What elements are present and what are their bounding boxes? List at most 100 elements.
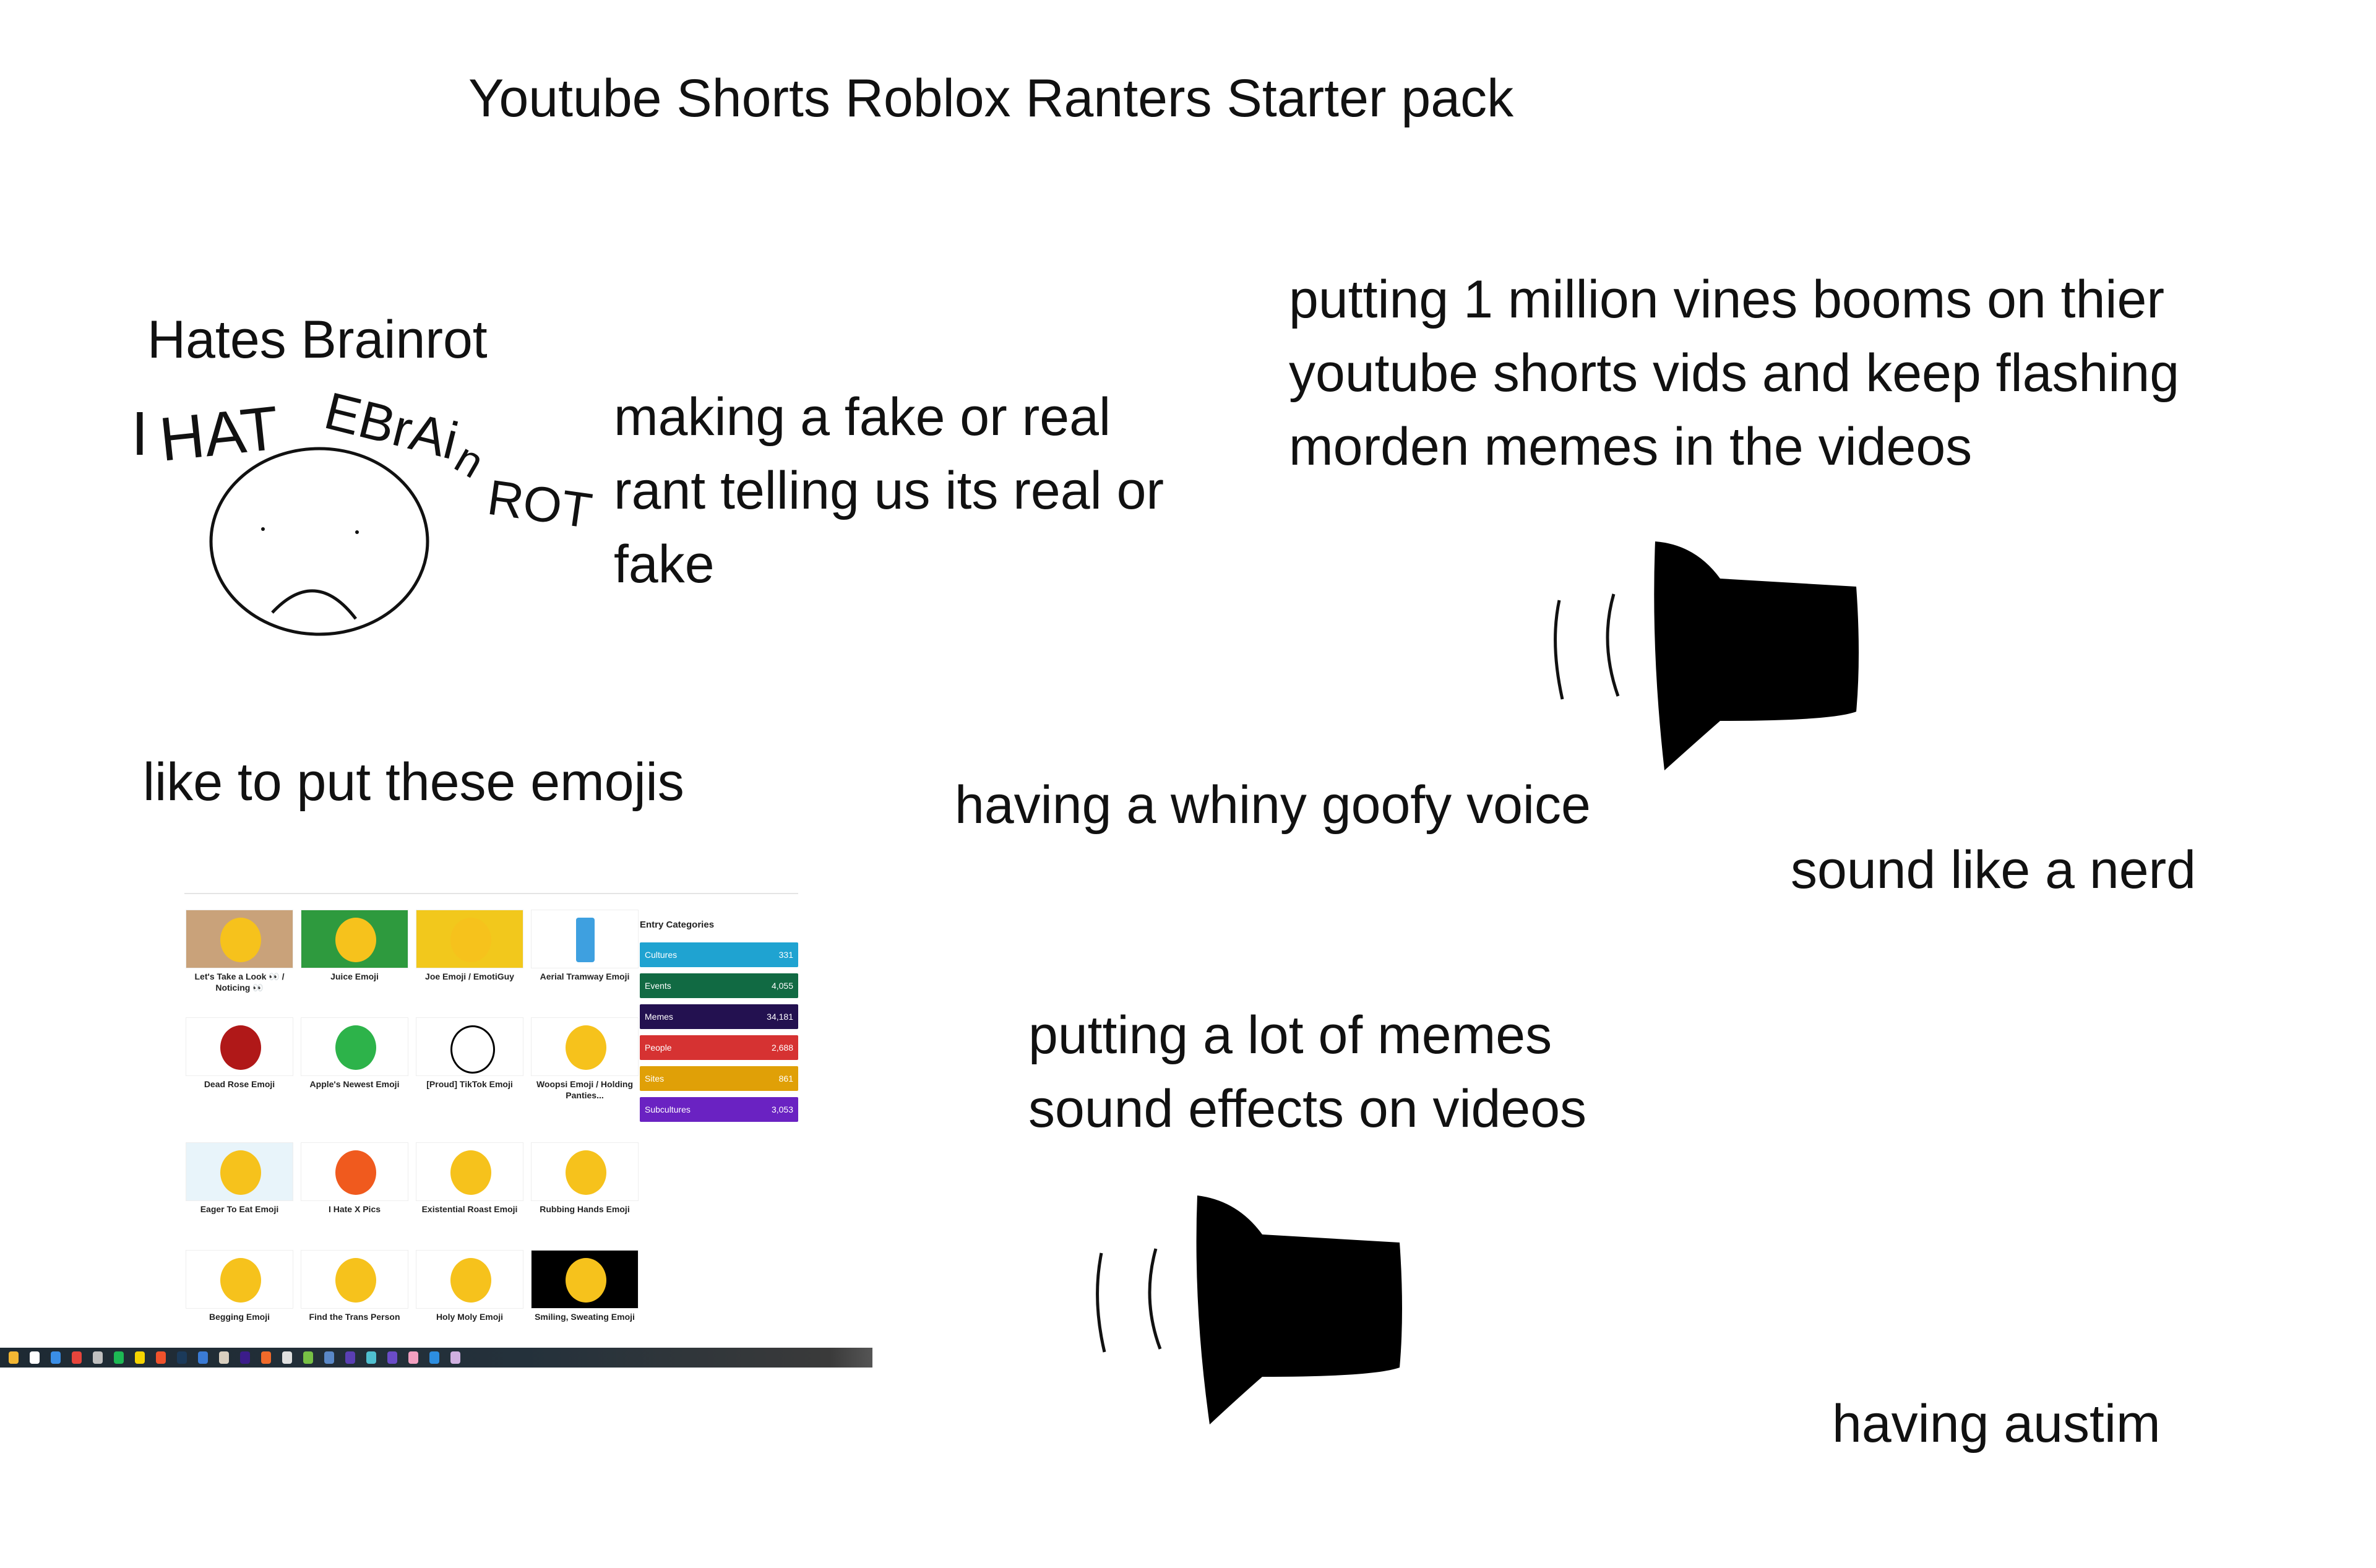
meme-sfx-text: putting a lot of memes sound effects on … [1028, 999, 1586, 1146]
emoji-face-icon [335, 1258, 376, 1303]
emoji-thumbnail [416, 1250, 523, 1309]
taskbar-app-icon[interactable] [408, 1351, 418, 1364]
category-name: Cultures [645, 950, 678, 960]
taskbar-app-icon[interactable] [450, 1351, 460, 1364]
taskbar-app-icon[interactable] [219, 1351, 229, 1364]
taskbar-app-icon[interactable] [72, 1351, 82, 1364]
category-name: Subcultures [645, 1105, 691, 1114]
taskbar-app-icon[interactable] [9, 1351, 19, 1364]
emoji-thumbnail [301, 1017, 408, 1076]
emoji-card[interactable]: Eager To Eat Emoji [186, 1142, 293, 1215]
emoji-thumbnail [416, 1142, 523, 1201]
emoji-card[interactable]: Apple's Newest Emoji [301, 1017, 408, 1090]
meme-sfx-line: sound effects on videos [1028, 1079, 1587, 1139]
emoji-card-label: Woopsi Emoji / Holding Panties... [536, 1079, 634, 1100]
emojis-label: like to put these emojis [143, 752, 684, 812]
taskbar-app-icon[interactable] [303, 1351, 313, 1364]
emoji-face-icon [220, 918, 261, 962]
emoji-thumbnail [416, 1017, 523, 1076]
emoji-thumbnail [301, 1142, 408, 1201]
handwriting-ebrai: EBrAi [319, 381, 463, 471]
emoji-face-icon [566, 1150, 606, 1195]
emoji-card-label: Juice Emoji [330, 971, 379, 981]
emoji-card-label: Apple's Newest Emoji [309, 1079, 400, 1089]
emoji-face-icon [450, 918, 491, 962]
emoji-card-label: Find the Trans Person [309, 1312, 400, 1322]
emoji-card[interactable]: Aerial Tramway Emoji [531, 910, 639, 982]
taskbar-app-icon[interactable] [261, 1351, 271, 1364]
taskbar-app-icon[interactable] [114, 1351, 124, 1364]
emoji-card-label: Rubbing Hands Emoji [540, 1204, 630, 1214]
taskbar [0, 1348, 872, 1368]
whiny-voice-label: having a whiny goofy voice [955, 775, 1591, 835]
emoji-card[interactable]: Begging Emoji [186, 1250, 293, 1322]
hates-brainrot-label: Hates Brainrot [147, 310, 488, 369]
category-count: 331 [778, 950, 793, 960]
category-cultures[interactable]: Cultures 331 [640, 942, 798, 967]
emoji-thumbnail [186, 1250, 293, 1309]
fake-rant-line: making a fake or real [614, 387, 1111, 447]
taskbar-app-icon[interactable] [387, 1351, 397, 1364]
taskbar-app-icon[interactable] [93, 1351, 103, 1364]
emoji-card-label: Joe Emoji / EmotiGuy [425, 971, 514, 981]
emoji-card-label: Begging Emoji [209, 1312, 270, 1322]
emoji-face-icon [220, 1258, 261, 1303]
emoji-card[interactable]: Existential Roast Emoji [416, 1142, 523, 1215]
meme-sfx-line: putting a lot of memes [1028, 1006, 1552, 1065]
austim-label: having austim [1832, 1394, 2161, 1454]
category-count: 3,053 [771, 1105, 793, 1114]
emoji-card[interactable]: Smiling, Sweating Emoji [531, 1250, 639, 1322]
emoji-thumbnail [531, 1017, 639, 1076]
category-count: 4,055 [771, 981, 793, 991]
taskbar-app-icon[interactable] [345, 1351, 355, 1364]
emoji-card-label: Holy Moly Emoji [436, 1312, 504, 1322]
emoji-face-icon [335, 918, 376, 962]
emoji-thumbnail [186, 1017, 293, 1076]
taskbar-app-icon[interactable] [240, 1351, 250, 1364]
speaker-icon [1096, 1195, 1402, 1424]
emoji-face-icon [220, 1025, 261, 1070]
taskbar-app-icon[interactable] [429, 1351, 439, 1364]
emoji-face-icon [220, 1150, 261, 1195]
fake-rant-line: rant telling us its real or [614, 461, 1164, 520]
category-count: 861 [778, 1074, 793, 1083]
emoji-thumbnail [301, 910, 408, 968]
vine-booms-line: morden memes in the videos [1289, 417, 1973, 476]
emoji-card[interactable]: I Hate X Pics [301, 1142, 408, 1215]
taskbar-app-icon[interactable] [177, 1351, 187, 1364]
taskbar-app-icon[interactable] [156, 1351, 166, 1364]
emoji-card[interactable]: Joe Emoji / EmotiGuy [416, 910, 523, 982]
emoji-card[interactable]: [Proud] TikTok Emoji [416, 1017, 523, 1090]
emoji-card[interactable]: Juice Emoji [301, 910, 408, 982]
categories-heading: Entry Categories [640, 920, 715, 930]
taskbar-app-icon[interactable] [51, 1351, 61, 1364]
taskbar-app-icon[interactable] [198, 1351, 208, 1364]
emoji-card[interactable]: Find the Trans Person [301, 1250, 408, 1322]
emoji-thumbnail [301, 1250, 408, 1309]
emoji-card[interactable]: Rubbing Hands Emoji [531, 1142, 639, 1215]
taskbar-app-icon[interactable] [282, 1351, 292, 1364]
emoji-face-icon [450, 1150, 491, 1195]
emoji-card[interactable]: Holy Moly Emoji [416, 1250, 523, 1322]
vine-booms-line: putting 1 million vines booms on thier [1289, 270, 2164, 329]
taskbar-app-icon[interactable] [366, 1351, 376, 1364]
emoji-card-label: Smiling, Sweating Emoji [535, 1312, 635, 1322]
emoji-thumbnail [416, 910, 523, 968]
taskbar-app-icon[interactable] [324, 1351, 334, 1364]
category-subcultures[interactable]: Subcultures 3,053 [640, 1097, 798, 1122]
taskbar-app-icon[interactable] [135, 1351, 145, 1364]
category-name: Sites [645, 1074, 665, 1083]
category-sites[interactable]: Sites 861 [640, 1066, 798, 1091]
taskbar-app-icon[interactable] [30, 1351, 40, 1364]
emoji-card[interactable]: Dead Rose Emoji [186, 1017, 293, 1090]
emoji-card-label: I Hate X Pics [328, 1204, 381, 1214]
emoji-card[interactable]: Woopsi Emoji / Holding Panties... [531, 1017, 639, 1101]
emoji-card-label: Existential Roast Emoji [421, 1204, 518, 1214]
right-eye [355, 530, 359, 534]
speaker-icon [1554, 541, 1859, 770]
category-count: 2,688 [771, 1043, 793, 1053]
emoji-card[interactable]: Let's Take a Look 👀 / Noticing 👀 [186, 910, 293, 993]
